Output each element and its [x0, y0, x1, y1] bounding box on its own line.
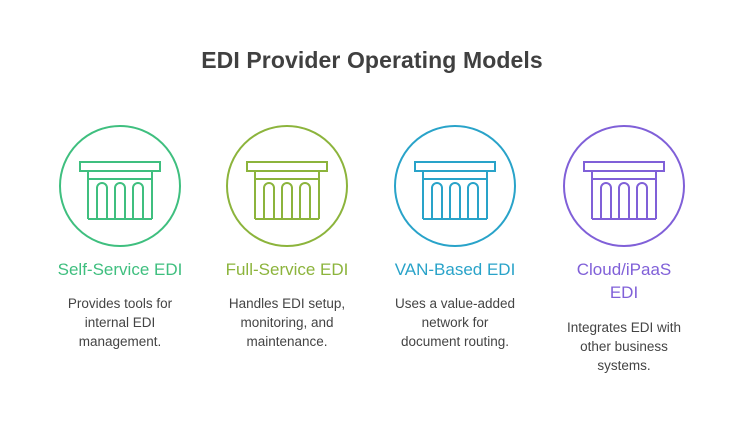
- model-description: Uses a value-added network for document …: [372, 294, 538, 351]
- column-pillar-icon: [563, 125, 685, 247]
- model-description: Handles EDI setup, monitoring, and maint…: [204, 294, 370, 351]
- description-line: Integrates EDI with: [566, 320, 682, 335]
- column-pillar-icon: [226, 125, 348, 247]
- description-line: maintenance.: [246, 334, 328, 349]
- model-title: Full-Service EDI: [225, 260, 349, 279]
- model-icon-circle: [58, 124, 182, 248]
- model-title: Self-Service EDI: [57, 260, 183, 279]
- description-line: network for: [421, 315, 489, 330]
- description-line: other business: [580, 339, 668, 354]
- description-line: Provides tools for: [67, 296, 173, 311]
- description-line: monitoring, and: [240, 315, 334, 330]
- page-title: EDI Provider Operating Models: [201, 47, 543, 73]
- model-title: VAN-Based EDI: [394, 260, 516, 279]
- title-line: EDI: [609, 283, 639, 302]
- description-line: Uses a value-added: [394, 296, 516, 311]
- description-line: internal EDI: [84, 315, 156, 330]
- model-description: Provides tools for internal EDI manageme…: [37, 294, 203, 351]
- model-icon-circle: [393, 124, 517, 248]
- title-line: Cloud/iPaaS: [576, 260, 672, 279]
- model-icon-circle: [225, 124, 349, 248]
- model-title: Cloud/iPaaS EDI: [541, 258, 707, 304]
- model-description: Integrates EDI with other business syste…: [541, 318, 707, 375]
- column-pillar-icon: [59, 125, 181, 247]
- description-line: Handles EDI setup,: [228, 296, 346, 311]
- description-line: management.: [78, 334, 162, 349]
- model-icon-circle: [562, 124, 686, 248]
- column-pillar-icon: [394, 125, 516, 247]
- description-line: document routing.: [400, 334, 510, 349]
- description-line: systems.: [597, 358, 651, 373]
